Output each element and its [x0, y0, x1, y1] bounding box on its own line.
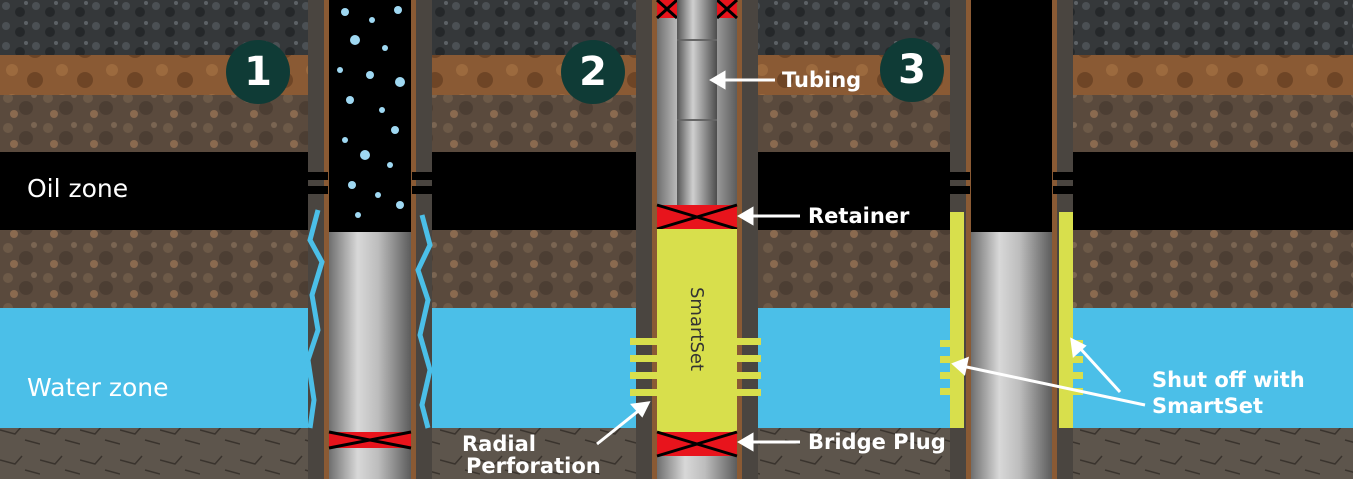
- radial-perforation-label-line1: Radial: [462, 432, 536, 456]
- step-badge-1: 1: [226, 40, 290, 104]
- tubing-label: Tubing: [782, 68, 862, 92]
- well-2: [596, 0, 800, 479]
- bubbles: [337, 6, 405, 218]
- oil-zone-label: Oil zone: [27, 174, 129, 203]
- smartset-fill: [657, 229, 737, 432]
- retainer-label: Retainer: [808, 204, 910, 228]
- bridge-plug-label: Bridge Plug: [808, 430, 946, 454]
- water-zone-label: Water zone: [27, 373, 169, 402]
- shutoff-label-line2: SmartSet: [1152, 394, 1263, 418]
- step-badge-3: 3: [880, 38, 944, 102]
- radial-perforations: [630, 338, 761, 396]
- radial-perforation-label-line2: Perforation: [466, 454, 601, 478]
- step-badge-2: 2: [561, 40, 625, 104]
- smartset-vertical-label: SmartSet: [686, 287, 707, 372]
- bridge-plug-1: [328, 430, 412, 450]
- bridge-plug-2: [656, 430, 738, 458]
- tubing: [677, 0, 717, 205]
- well-3: [940, 0, 1146, 479]
- shutoff-label-line1: Shut off with: [1152, 368, 1305, 392]
- well-1: [305, 0, 433, 479]
- retainer: [656, 203, 738, 231]
